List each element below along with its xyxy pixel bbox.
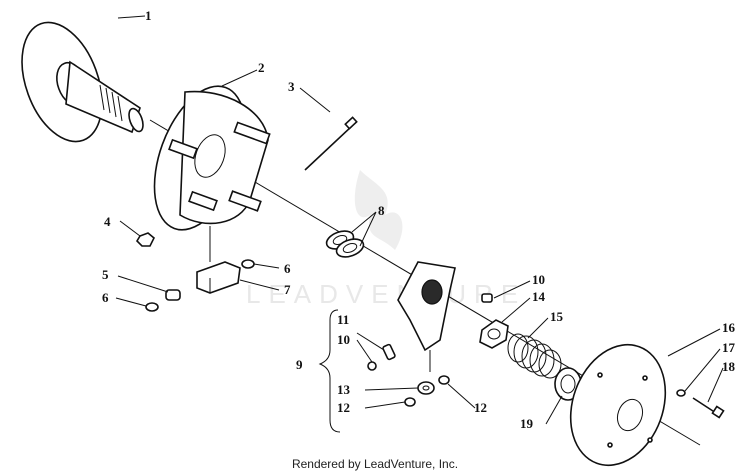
part-14-hex-nut [479, 319, 509, 349]
render-credit: Rendered by LeadVenture, Inc. [291, 457, 459, 471]
part-12-washer-right [438, 375, 450, 385]
callout-11: 11 [337, 312, 349, 327]
callout-4: 4 [104, 214, 111, 229]
callout-5: 5 [102, 267, 109, 282]
leader-lines [115, 15, 724, 425]
part-17-washer [676, 389, 686, 397]
part-9-spider-assembly [397, 261, 456, 372]
part-1-fixed-sheave [21, 21, 144, 143]
callout-9: 9 [296, 357, 303, 372]
callout-1: 1 [145, 8, 152, 23]
callout-19: 19 [520, 416, 534, 431]
callout-3: 3 [288, 79, 295, 94]
callout-16: 16 [722, 320, 736, 335]
bracket-9 [318, 309, 341, 433]
part-15-spring [507, 333, 562, 379]
callout-6-right: 6 [284, 261, 291, 276]
callout-13: 13 [337, 382, 351, 397]
callout-2: 2 [258, 60, 265, 75]
callout-6-left: 6 [102, 290, 109, 305]
part-6-washer-left [145, 302, 159, 312]
part-2-moveable-sheave [153, 85, 271, 262]
callout-14: 14 [532, 289, 546, 304]
callout-17: 17 [722, 340, 736, 355]
callout-15: 15 [550, 309, 564, 324]
callout-12-left: 12 [337, 400, 350, 415]
part-16-cover [569, 343, 667, 467]
callout-7: 7 [284, 282, 291, 297]
callout-10-lower: 10 [337, 332, 350, 347]
part-5-roller [165, 289, 181, 301]
part-10-pin-upper [481, 293, 493, 303]
callout-12-right: 12 [474, 400, 487, 415]
part-18-bolt [692, 397, 725, 419]
callout-labels: 1 2 3 4 5 6 6 7 8 9 10 10 11 12 12 13 14… [102, 8, 736, 431]
callout-10-upper: 10 [532, 272, 545, 287]
callout-18: 18 [722, 359, 736, 374]
part-11-pin [367, 343, 396, 371]
part-13-bushing [417, 381, 435, 395]
part-7-shoe [196, 261, 241, 294]
part-6-washer-right [241, 259, 255, 269]
part-4-nut [135, 232, 155, 247]
watermark-text: LEADVENTURE [246, 279, 526, 309]
part-12-washer-left [404, 397, 416, 407]
callout-8: 8 [378, 203, 385, 218]
part-8-washers [325, 230, 365, 258]
leadventure-watermark: LEADVENTURE [246, 170, 526, 309]
part-3-bolt [304, 116, 358, 171]
